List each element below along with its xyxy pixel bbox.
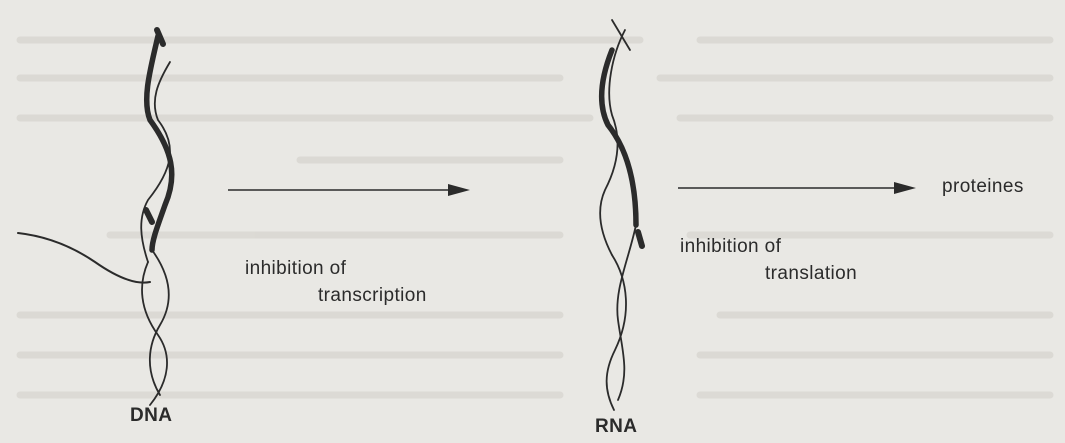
rna-label: RNA [595, 416, 637, 438]
transcription-arrow [228, 184, 470, 196]
proteins-label: proteines [942, 176, 1024, 198]
translation-label-line2: translation [765, 263, 857, 285]
rna-helix [600, 20, 642, 410]
dna-oligo-bottom-mark [146, 210, 152, 222]
dna-helix [18, 30, 172, 405]
bleed-through-texture [20, 40, 1050, 395]
translation-label-line1: inhibition of [680, 236, 781, 258]
rna-oligo-mark [638, 232, 642, 246]
rna-top-cross [612, 20, 630, 50]
dna-unwound-strand [18, 233, 150, 283]
rna-strand-thick [602, 50, 636, 225]
dna-label: DNA [130, 405, 172, 427]
translation-arrow [678, 182, 916, 194]
transcription-label-line1: inhibition of [245, 258, 346, 280]
rna-lower-strand-b [617, 225, 636, 400]
transcription-label-line2: transcription [318, 285, 427, 307]
